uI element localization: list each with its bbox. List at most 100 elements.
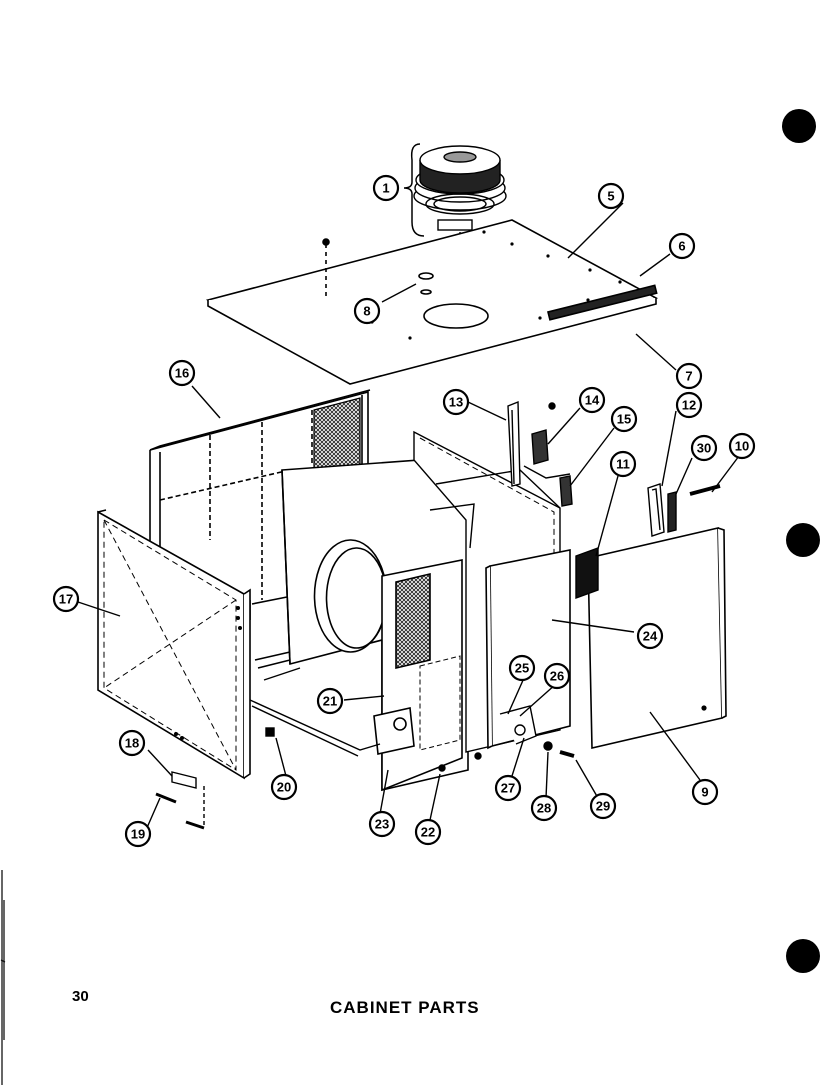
callout-circle — [675, 391, 703, 419]
callout-7: 7 — [675, 362, 703, 390]
callout-1: 1 — [372, 174, 400, 202]
callout-circle — [372, 174, 400, 202]
callout-label: 1 — [382, 181, 389, 196]
callout-21: 21 — [316, 687, 344, 715]
corner-bracket — [507, 400, 573, 507]
callout-label: 28 — [537, 801, 551, 816]
callout-15: 15 — [610, 405, 638, 433]
callout-circle — [690, 434, 718, 462]
callout-23: 23 — [368, 810, 396, 838]
callout-label: 26 — [550, 669, 564, 684]
callout-circle — [118, 729, 146, 757]
callout-circle — [530, 794, 558, 822]
callout-circle — [691, 778, 719, 806]
callout-30: 30 — [690, 434, 718, 462]
callout-circle — [636, 622, 664, 650]
side-panel — [97, 509, 251, 780]
callout-circle — [609, 450, 637, 478]
callout-circle — [610, 405, 638, 433]
callout-10: 10 — [728, 432, 756, 460]
callout-label: 16 — [175, 366, 189, 381]
top-panel — [205, 219, 659, 385]
callout-13: 13 — [442, 388, 470, 416]
callout-8: 8 — [353, 297, 381, 325]
callout-circle — [508, 654, 536, 682]
callout-label: 9 — [701, 785, 708, 800]
callout-circle — [578, 386, 606, 414]
callout-label: 24 — [643, 629, 658, 644]
callout-28: 28 — [530, 794, 558, 822]
callout-11: 11 — [609, 450, 637, 478]
callout-label: 12 — [682, 398, 696, 413]
callout-29: 29 — [589, 792, 617, 820]
binder-hole-middle — [786, 523, 820, 557]
callout-circle — [494, 774, 522, 802]
binder-hole-top — [782, 109, 816, 143]
callout-label: 14 — [585, 393, 600, 408]
callout-circle — [589, 792, 617, 820]
callout-circle — [597, 182, 625, 210]
callout-label: 10 — [735, 439, 749, 454]
callout-22: 22 — [414, 818, 442, 846]
callout-circle — [52, 585, 80, 613]
callout-label: 8 — [363, 304, 370, 319]
callout-label: 19 — [131, 827, 145, 842]
binder-hole-bottom — [786, 939, 820, 973]
callout-label: 17 — [59, 592, 73, 607]
callout-24: 24 — [636, 622, 664, 650]
callout-circle — [414, 818, 442, 846]
callout-19: 19 — [124, 820, 152, 848]
callout-14: 14 — [578, 386, 606, 414]
callout-circle — [668, 232, 696, 260]
bracket-1 — [403, 143, 425, 237]
callout-circle — [368, 810, 396, 838]
callout-label: 11 — [616, 457, 630, 472]
callout-25: 25 — [508, 654, 536, 682]
callout-circle — [543, 662, 571, 690]
fan-motor-assembly — [413, 145, 507, 280]
callout-circle — [675, 362, 703, 390]
callout-circle — [124, 820, 152, 848]
scan-edge — [0, 870, 6, 1085]
page-number: 30 — [72, 988, 89, 1005]
callout-label: 22 — [421, 825, 435, 840]
callout-circle — [168, 359, 196, 387]
back-frame — [149, 389, 371, 669]
callout-label: 20 — [277, 780, 291, 795]
callout-18: 18 — [118, 729, 146, 757]
callout-circle — [316, 687, 344, 715]
callout-26: 26 — [543, 662, 571, 690]
callout-6: 6 — [668, 232, 696, 260]
callout-label: 29 — [596, 799, 610, 814]
callout-label: 5 — [607, 189, 614, 204]
fan-shroud — [281, 459, 469, 792]
callout-5: 5 — [597, 182, 625, 210]
callout-label: 15 — [617, 412, 631, 427]
callout-circle — [442, 388, 470, 416]
callout-label: 6 — [678, 239, 685, 254]
callout-12: 12 — [675, 391, 703, 419]
hardware — [155, 705, 575, 830]
callout-circle — [728, 432, 756, 460]
diagram-caption: CABINET PARTS — [330, 998, 480, 1017]
leader-lines — [77, 202, 743, 831]
callout-label: 21 — [323, 694, 337, 709]
callout-circle — [353, 297, 381, 325]
callout-label: 30 — [697, 441, 711, 456]
callout-label: 18 — [125, 736, 139, 751]
callout-circle — [270, 773, 298, 801]
callout-label: 13 — [449, 395, 463, 410]
callout-label: 23 — [375, 817, 389, 832]
callout-20: 20 — [270, 773, 298, 801]
base-pan — [249, 667, 381, 757]
callout-label: 7 — [685, 369, 692, 384]
callout-16: 16 — [168, 359, 196, 387]
filter-panel — [485, 549, 571, 750]
callout-27: 27 — [494, 774, 522, 802]
callout-9: 9 — [691, 778, 719, 806]
callout-label: 25 — [515, 661, 529, 676]
callout-17: 17 — [52, 585, 80, 613]
